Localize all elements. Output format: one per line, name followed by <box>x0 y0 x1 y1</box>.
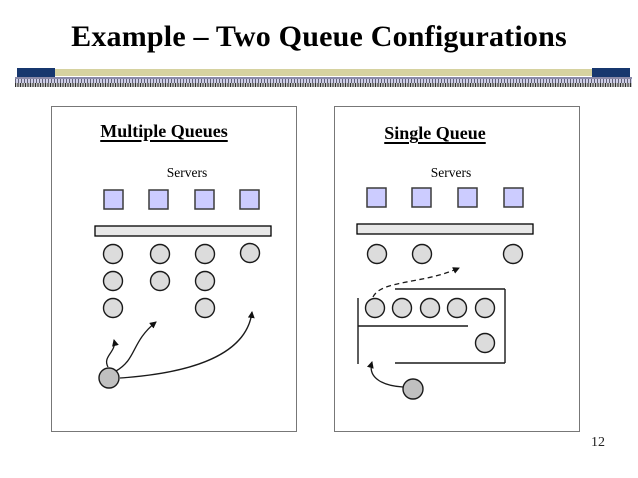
divider-navy-block-right <box>592 68 630 77</box>
slide-title: Example – Two Queue Configurations <box>71 20 567 53</box>
multiple-queues-panel <box>51 106 297 432</box>
single-queue-panel <box>334 106 580 432</box>
divider-tick-row-light <box>15 79 632 83</box>
servers-label-left: Servers <box>166 165 208 180</box>
servers-label-right: Servers <box>430 165 472 180</box>
divider-navy-block-left <box>17 68 55 77</box>
divider-purple-line <box>15 77 632 79</box>
multiple-queues-title: Multiple Queues <box>100 121 228 141</box>
divider-tick-row-dark <box>15 83 632 87</box>
single-queue-title: Single Queue <box>384 123 486 143</box>
page-number: 12 <box>591 435 605 450</box>
divider-tan-bar <box>17 69 630 76</box>
